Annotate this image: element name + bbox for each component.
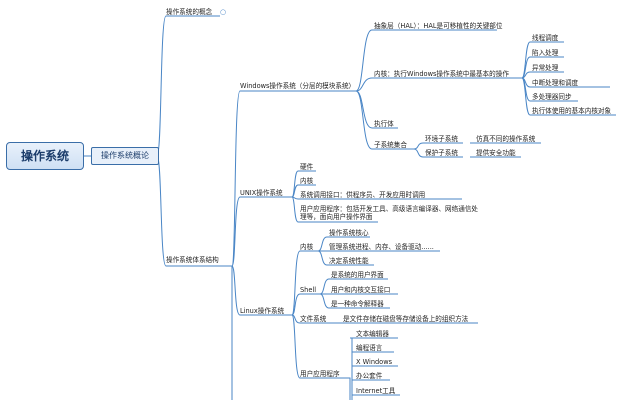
node-env-subsystem[interactable]: 环境子系统 — [425, 135, 458, 143]
node-linux-fs[interactable]: 文件系统 — [300, 315, 327, 323]
node-linux-fs-desc[interactable]: 是文件存储在磁盘等存储设备上的组织方法 — [343, 315, 469, 323]
node-unix[interactable]: UNIX操作系统 — [240, 189, 283, 197]
node-os-structure[interactable]: 操作系统体系结构 — [166, 256, 219, 264]
linux-kernel-item[interactable]: 操作系统核心 — [329, 229, 369, 237]
node-protect-subsystem[interactable]: 保护子系统 — [425, 149, 458, 157]
node-linux-shell[interactable]: Shell — [300, 286, 317, 294]
unix-item[interactable]: 内核 — [300, 177, 314, 185]
app-item[interactable]: 文本编辑器 — [356, 330, 389, 338]
node-windows-executive[interactable]: 执行体 — [374, 120, 394, 128]
unix-item[interactable]: 用户应用程序：包括开发工具、高级语言编译器、网络通信处理等，面向用户操作界面 — [300, 205, 479, 221]
linux-kernel-item[interactable]: 管理系统进程、内存、设备驱动...... — [329, 243, 434, 251]
node-protect-desc[interactable]: 提供安全功能 — [476, 149, 516, 157]
node-os-overview[interactable]: 操作系统概论 — [91, 147, 159, 165]
app-item[interactable]: X Windows — [356, 358, 393, 366]
kernel-item[interactable]: 异常处理 — [532, 64, 559, 72]
unix-item[interactable]: 硬件 — [300, 163, 314, 171]
shell-item[interactable]: 用户和内核交互接口 — [331, 286, 391, 294]
kernel-item[interactable]: 线程调度 — [532, 34, 559, 42]
node-env-desc[interactable]: 仿真不同的操作系统 — [476, 135, 536, 143]
node-linux[interactable]: Linux操作系统 — [240, 307, 285, 315]
node-linux-apps[interactable]: 用户应用程序 — [300, 370, 340, 378]
node-windows-subsystem[interactable]: 子系统集合 — [374, 141, 407, 149]
node-windows-kernel[interactable]: 内核：执行Windows操作系统中最基本的操作 — [374, 70, 509, 78]
node-windows-hal[interactable]: 抽象层（HAL）：HAL是可移植性的关键部位 — [374, 22, 503, 30]
linux-kernel-item[interactable]: 决定系统性能 — [329, 257, 369, 265]
app-item[interactable]: 编程语言 — [356, 344, 383, 352]
app-item[interactable]: 办公套件 — [356, 372, 383, 380]
shell-item[interactable]: 是系统的用户界面 — [331, 271, 384, 279]
shell-item[interactable]: 是一种命令解释器 — [331, 300, 384, 308]
unix-item[interactable]: 系统调用接口：供程序员、开发应用时调用 — [300, 191, 426, 199]
node-linux-kernel[interactable]: 内核 — [300, 243, 314, 251]
node-windows[interactable]: Windows操作系统（分层的模块系统） — [240, 82, 356, 90]
collapse-circle-icon[interactable]: ○ — [220, 8, 227, 16]
app-item[interactable]: Internet工具 — [356, 387, 396, 395]
kernel-item[interactable]: 执行体使用的基本内核对象 — [532, 107, 612, 115]
kernel-item[interactable]: 多处理器同步 — [532, 93, 572, 101]
root-node[interactable]: 操作系统 — [6, 142, 84, 170]
node-os-concept[interactable]: 操作系统的概念 — [166, 8, 213, 16]
kernel-item[interactable]: 中断处理和调度 — [532, 79, 579, 87]
kernel-item[interactable]: 陷入处理 — [532, 49, 559, 57]
